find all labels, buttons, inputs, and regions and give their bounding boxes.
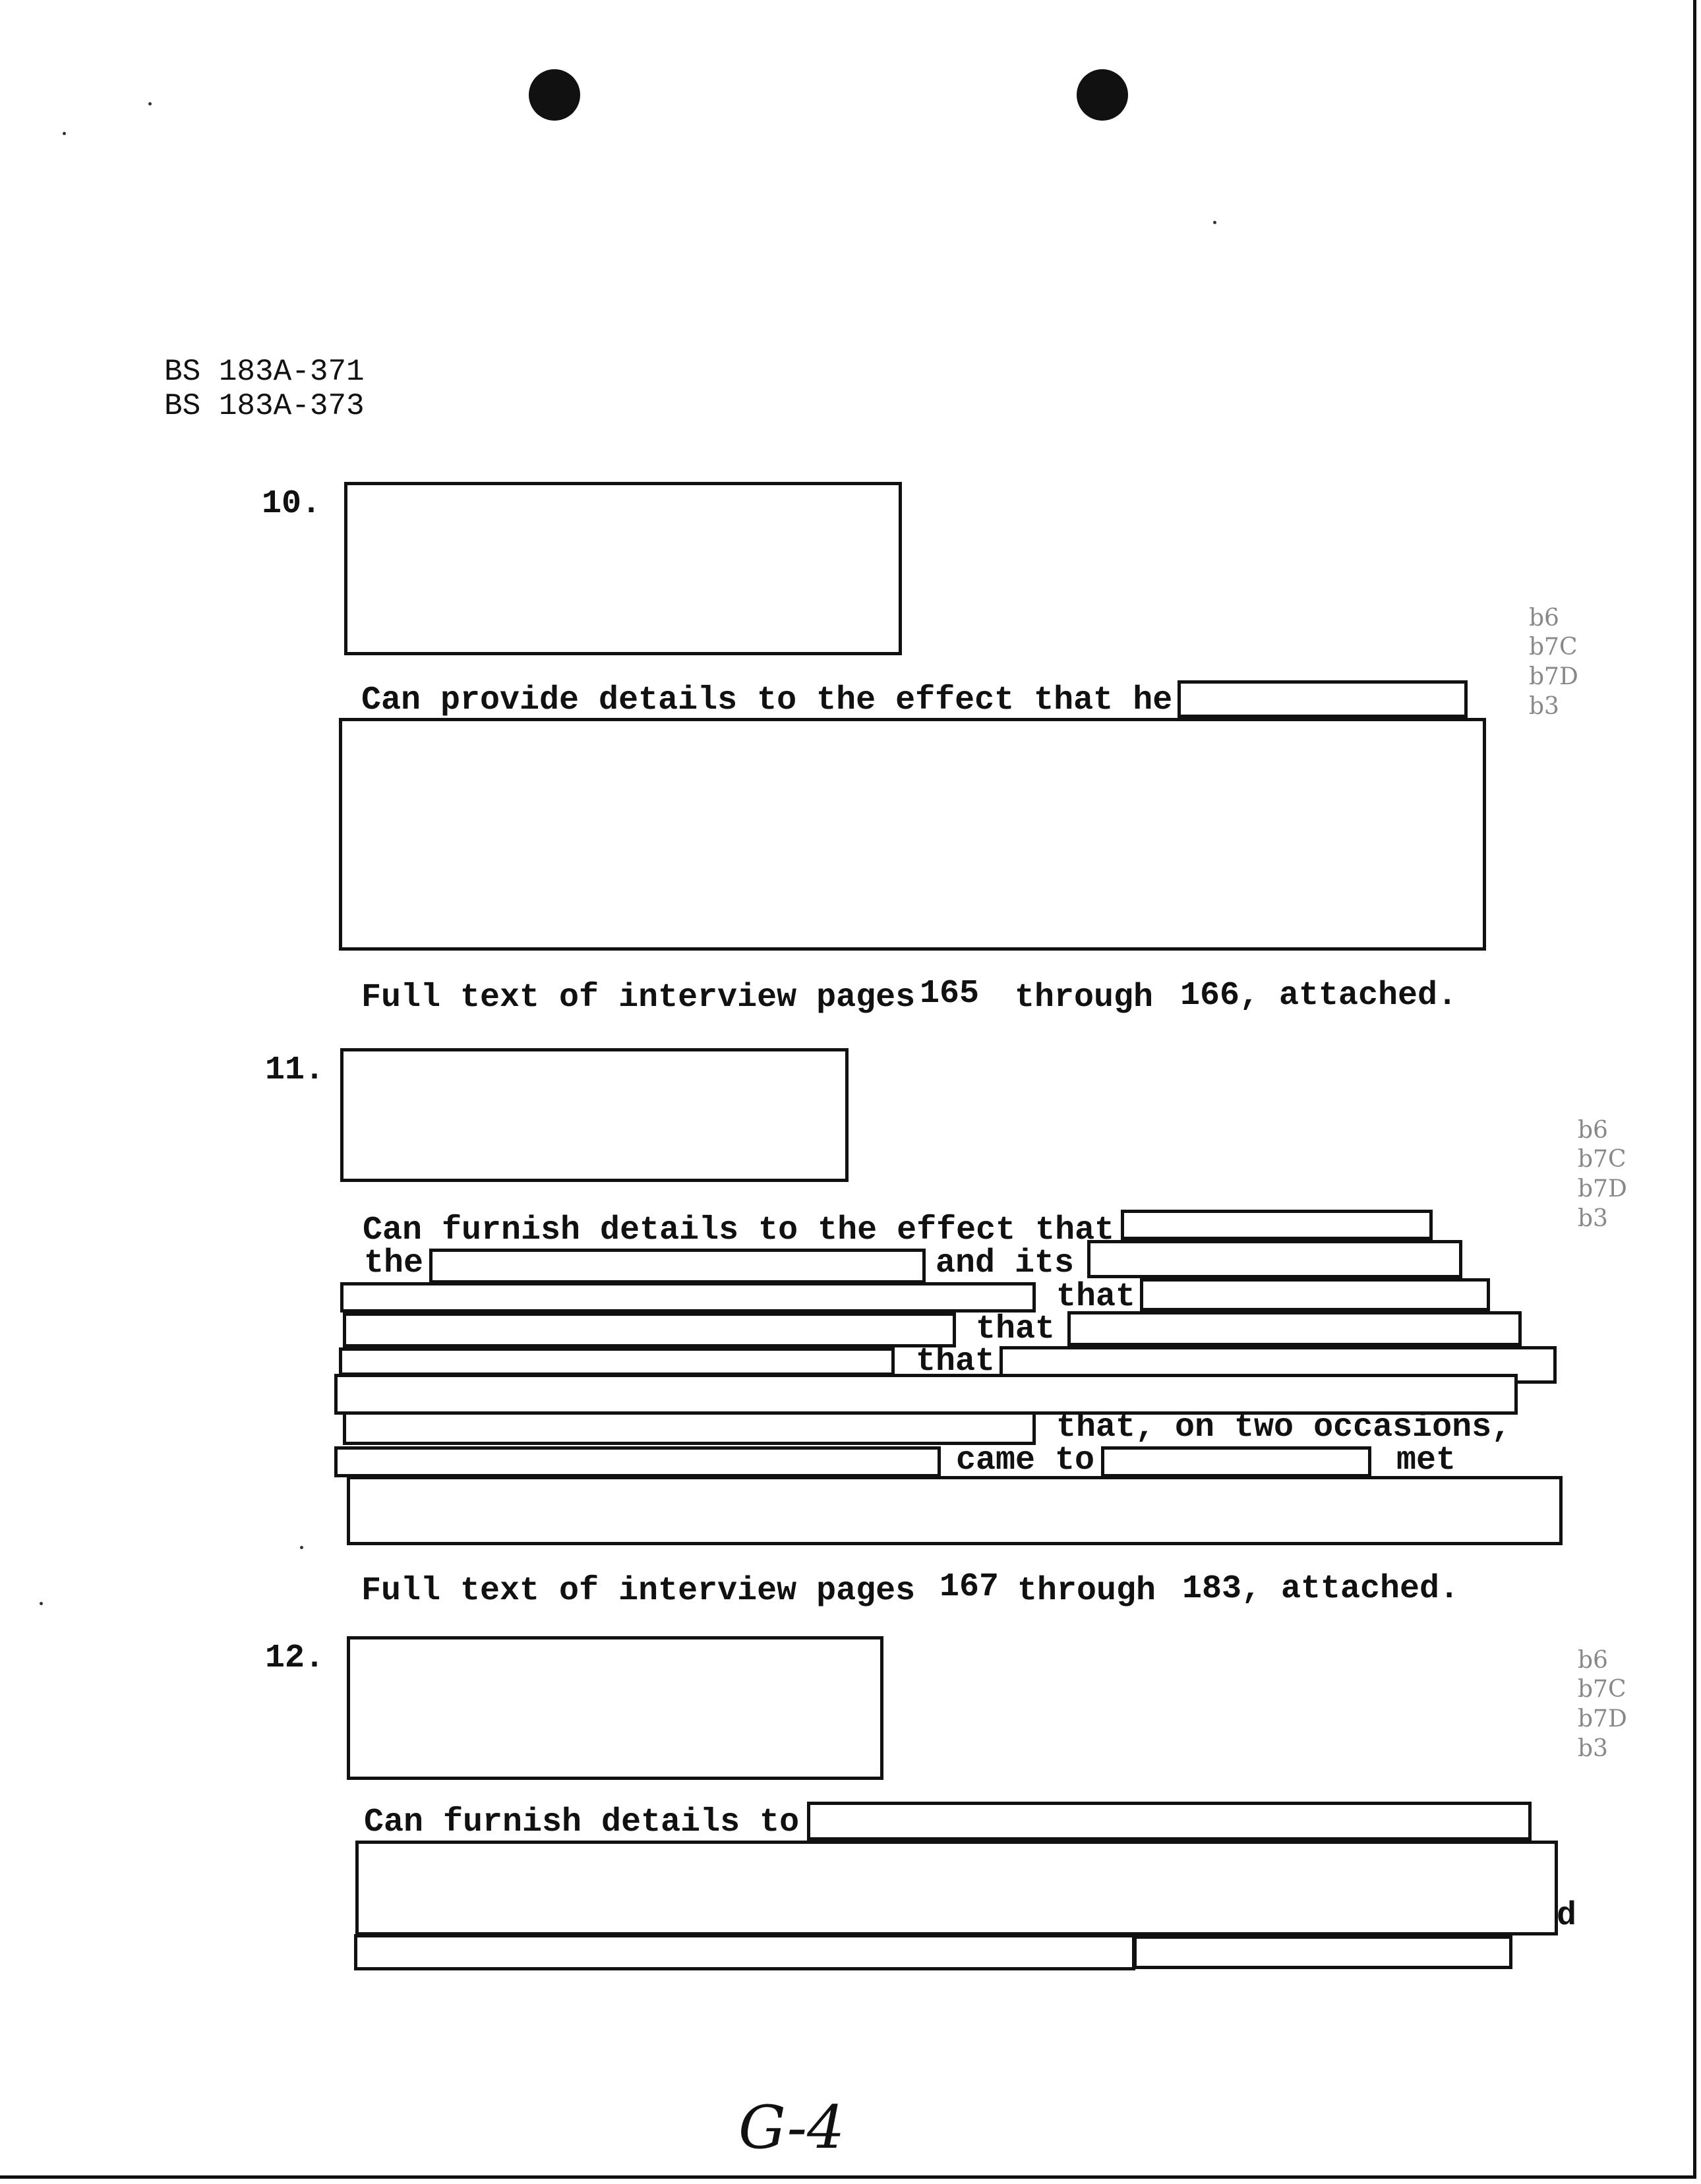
redaction-box [339,718,1486,951]
page-to: 183, attached. [1182,1570,1460,1608]
item-text: Can provide details to the effect that h… [361,682,1173,719]
exemption-code: b7D [1529,663,1578,690]
exemption-code: b7C [1578,1146,1626,1173]
exemption-code: b3 [1578,1735,1608,1762]
redaction-box [340,1048,849,1182]
item-number: 10. [262,485,322,523]
redaction-box [1101,1446,1371,1477]
exemption-code: b7D [1578,1175,1627,1202]
page-from: 167 [940,1568,1000,1606]
redaction-box [334,1374,1518,1415]
file-number: BS 183A-373 [164,389,365,423]
exemption-code: b3 [1529,693,1559,720]
exemption-code: b6 [1578,1647,1608,1674]
redaction-box [334,1446,941,1477]
redaction-box [429,1249,926,1284]
exemption-code: b3 [1578,1205,1608,1232]
page-to: 166, attached. [1180,977,1458,1015]
speck [40,1602,43,1605]
item-text: Can furnish details to the effect that [363,1212,1115,1249]
exemption-code: b7C [1578,1676,1626,1703]
speck [148,102,152,105]
item-text: and its [936,1245,1075,1282]
redaction-box [1178,680,1468,718]
redaction-box [343,1313,956,1347]
redaction-box [1140,1278,1490,1311]
redaction-box [807,1802,1532,1841]
speck [1213,221,1216,224]
speck [63,132,66,135]
redaction-box [340,1282,1036,1313]
through-text: through [1015,979,1154,1017]
page-from: 165 [920,975,980,1013]
punch-hole [1077,69,1128,121]
item-text: that [976,1311,1056,1348]
item-text: came to [956,1442,1095,1479]
item-number: 12. [265,1639,325,1677]
redaction-box [344,482,902,655]
exemption-code: b6 [1529,605,1559,632]
redaction-box [1087,1240,1462,1278]
redaction-box [354,1934,1135,1970]
item-text-fragment: d [1557,1897,1577,1935]
exemption-code: b7C [1529,634,1578,661]
item-text: that [1056,1278,1136,1316]
punch-hole [529,69,580,121]
through-text: through [1017,1572,1156,1610]
item-text: met [1396,1442,1456,1479]
redaction-box [355,1841,1558,1935]
redaction-box [1121,1210,1433,1240]
redaction-box [1133,1935,1512,1969]
item-text: Can furnish details to [364,1804,800,1841]
redaction-box [343,1411,1036,1445]
redaction-box [347,1476,1563,1545]
handwritten-page-mark: G-4 [738,2093,845,2162]
exemption-code: b6 [1578,1117,1608,1144]
speck [300,1546,303,1549]
redaction-box [347,1636,883,1780]
item-text: the [364,1245,424,1282]
item-number: 11. [265,1051,325,1089]
item-text: that, on two occasions, [1056,1409,1512,1446]
redaction-box [339,1347,895,1376]
file-number: BS 183A-371 [164,355,365,389]
exemption-code: b7D [1578,1705,1627,1732]
pages-text: Full text of interview pages [361,1572,916,1610]
pages-text: Full text of interview pages [361,979,916,1017]
redaction-box [1067,1311,1522,1346]
